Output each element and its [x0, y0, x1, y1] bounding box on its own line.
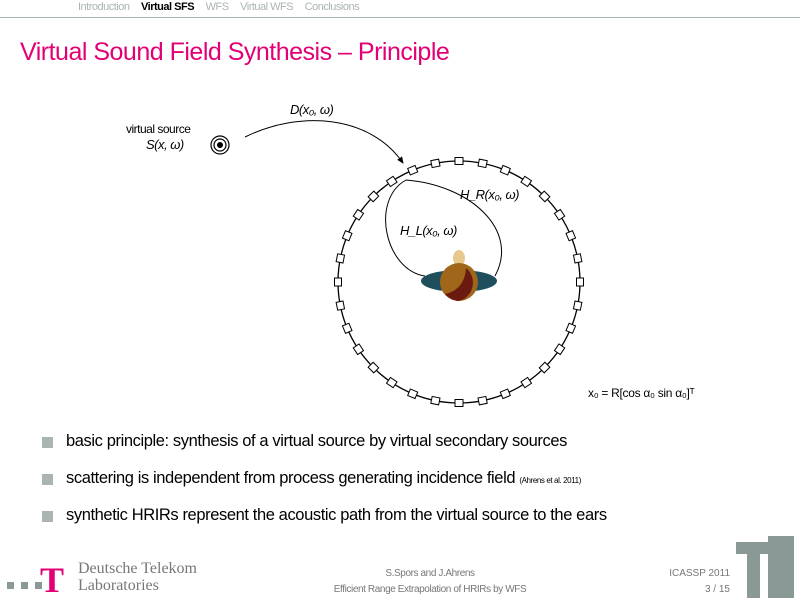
- loudspeaker-icon: [499, 388, 511, 400]
- loudspeaker-icon: [385, 376, 398, 389]
- loudspeaker-icon: [352, 343, 365, 356]
- loudspeaker-icon: [520, 376, 533, 389]
- loudspeaker-icon: [565, 230, 577, 242]
- bullet-item: basic principle: synthesis of a virtual …: [42, 432, 607, 469]
- loudspeaker-icon: [367, 190, 380, 203]
- bullet-item: scattering is independent from process g…: [42, 469, 607, 506]
- loudspeaker-icon: [454, 157, 464, 165]
- slide-title: Virtual Sound Field Synthesis – Principl…: [20, 38, 450, 66]
- loudspeaker-icon: [454, 399, 464, 407]
- loudspeaker-icon: [430, 395, 441, 406]
- logo-dots: [7, 576, 49, 594]
- loudspeakers: [334, 157, 584, 407]
- loudspeaker-icon: [538, 361, 551, 374]
- loudspeaker-icon: [538, 190, 551, 203]
- loudspeaker-icon: [477, 395, 488, 406]
- hrtf-right-label: H_R(x₀, ω): [460, 187, 520, 202]
- loudspeaker-icon: [367, 361, 380, 374]
- loudspeaker-icon: [576, 277, 584, 287]
- nav-virtual-wfs[interactable]: Virtual WFS: [240, 1, 294, 13]
- section-nav: Introduction Virtual SFS WFS Virtual WFS…: [78, 1, 368, 13]
- loudspeaker-icon: [430, 158, 441, 169]
- nav-virtual-sfs[interactable]: Virtual SFS: [141, 1, 195, 13]
- nav-divider: [0, 17, 800, 18]
- listener-head-icon: [421, 250, 497, 301]
- source-function-label: S(x, ω): [146, 137, 184, 152]
- virtual-source-icon: [210, 135, 230, 155]
- driving-arrow: [244, 120, 404, 164]
- telekom-logo: T: [40, 560, 65, 600]
- loudspeaker-icon: [335, 300, 346, 311]
- nav-conclusions[interactable]: Conclusions: [304, 1, 360, 13]
- nav-wfs[interactable]: WFS: [205, 1, 229, 13]
- bullet-list: basic principle: synthesis of a virtual …: [42, 432, 607, 543]
- loudspeaker-icon: [334, 277, 342, 287]
- loudspeaker-icon: [565, 322, 577, 334]
- position-formula: x₀ = R[cos α₀ sin α₀]ᵀ: [588, 386, 695, 400]
- loudspeaker-icon: [553, 343, 566, 356]
- loudspeaker-icon: [407, 164, 419, 176]
- driving-function-label: D(x₀, ω): [290, 102, 334, 117]
- loudspeaker-icon: [520, 175, 533, 188]
- loudspeaker-icon: [553, 208, 566, 221]
- tu-logo-icon: [736, 536, 794, 598]
- page-number: 3 / 15: [704, 584, 730, 595]
- citation: (Ahrens et al. 2011): [519, 476, 581, 485]
- loudspeaker-icon: [385, 175, 398, 188]
- loudspeaker-icon: [572, 300, 583, 311]
- loudspeaker-icon: [477, 158, 488, 169]
- hrtf-left-label: H_L(x₀, ω): [400, 223, 457, 238]
- loudspeaker-icon: [499, 164, 511, 176]
- loudspeaker-icon: [352, 208, 365, 221]
- loudspeaker-icon: [335, 253, 346, 264]
- nav-introduction[interactable]: Introduction: [78, 1, 130, 13]
- hrtf-path: [385, 179, 502, 277]
- virtual-source-label: virtual source: [126, 122, 191, 136]
- loudspeaker-icon: [572, 253, 583, 264]
- loudspeaker-icon: [407, 388, 419, 400]
- loudspeaker-icon: [341, 322, 353, 334]
- bullet-item: synthetic HRIRs represent the acoustic p…: [42, 506, 607, 543]
- loudspeaker-icon: [341, 230, 353, 242]
